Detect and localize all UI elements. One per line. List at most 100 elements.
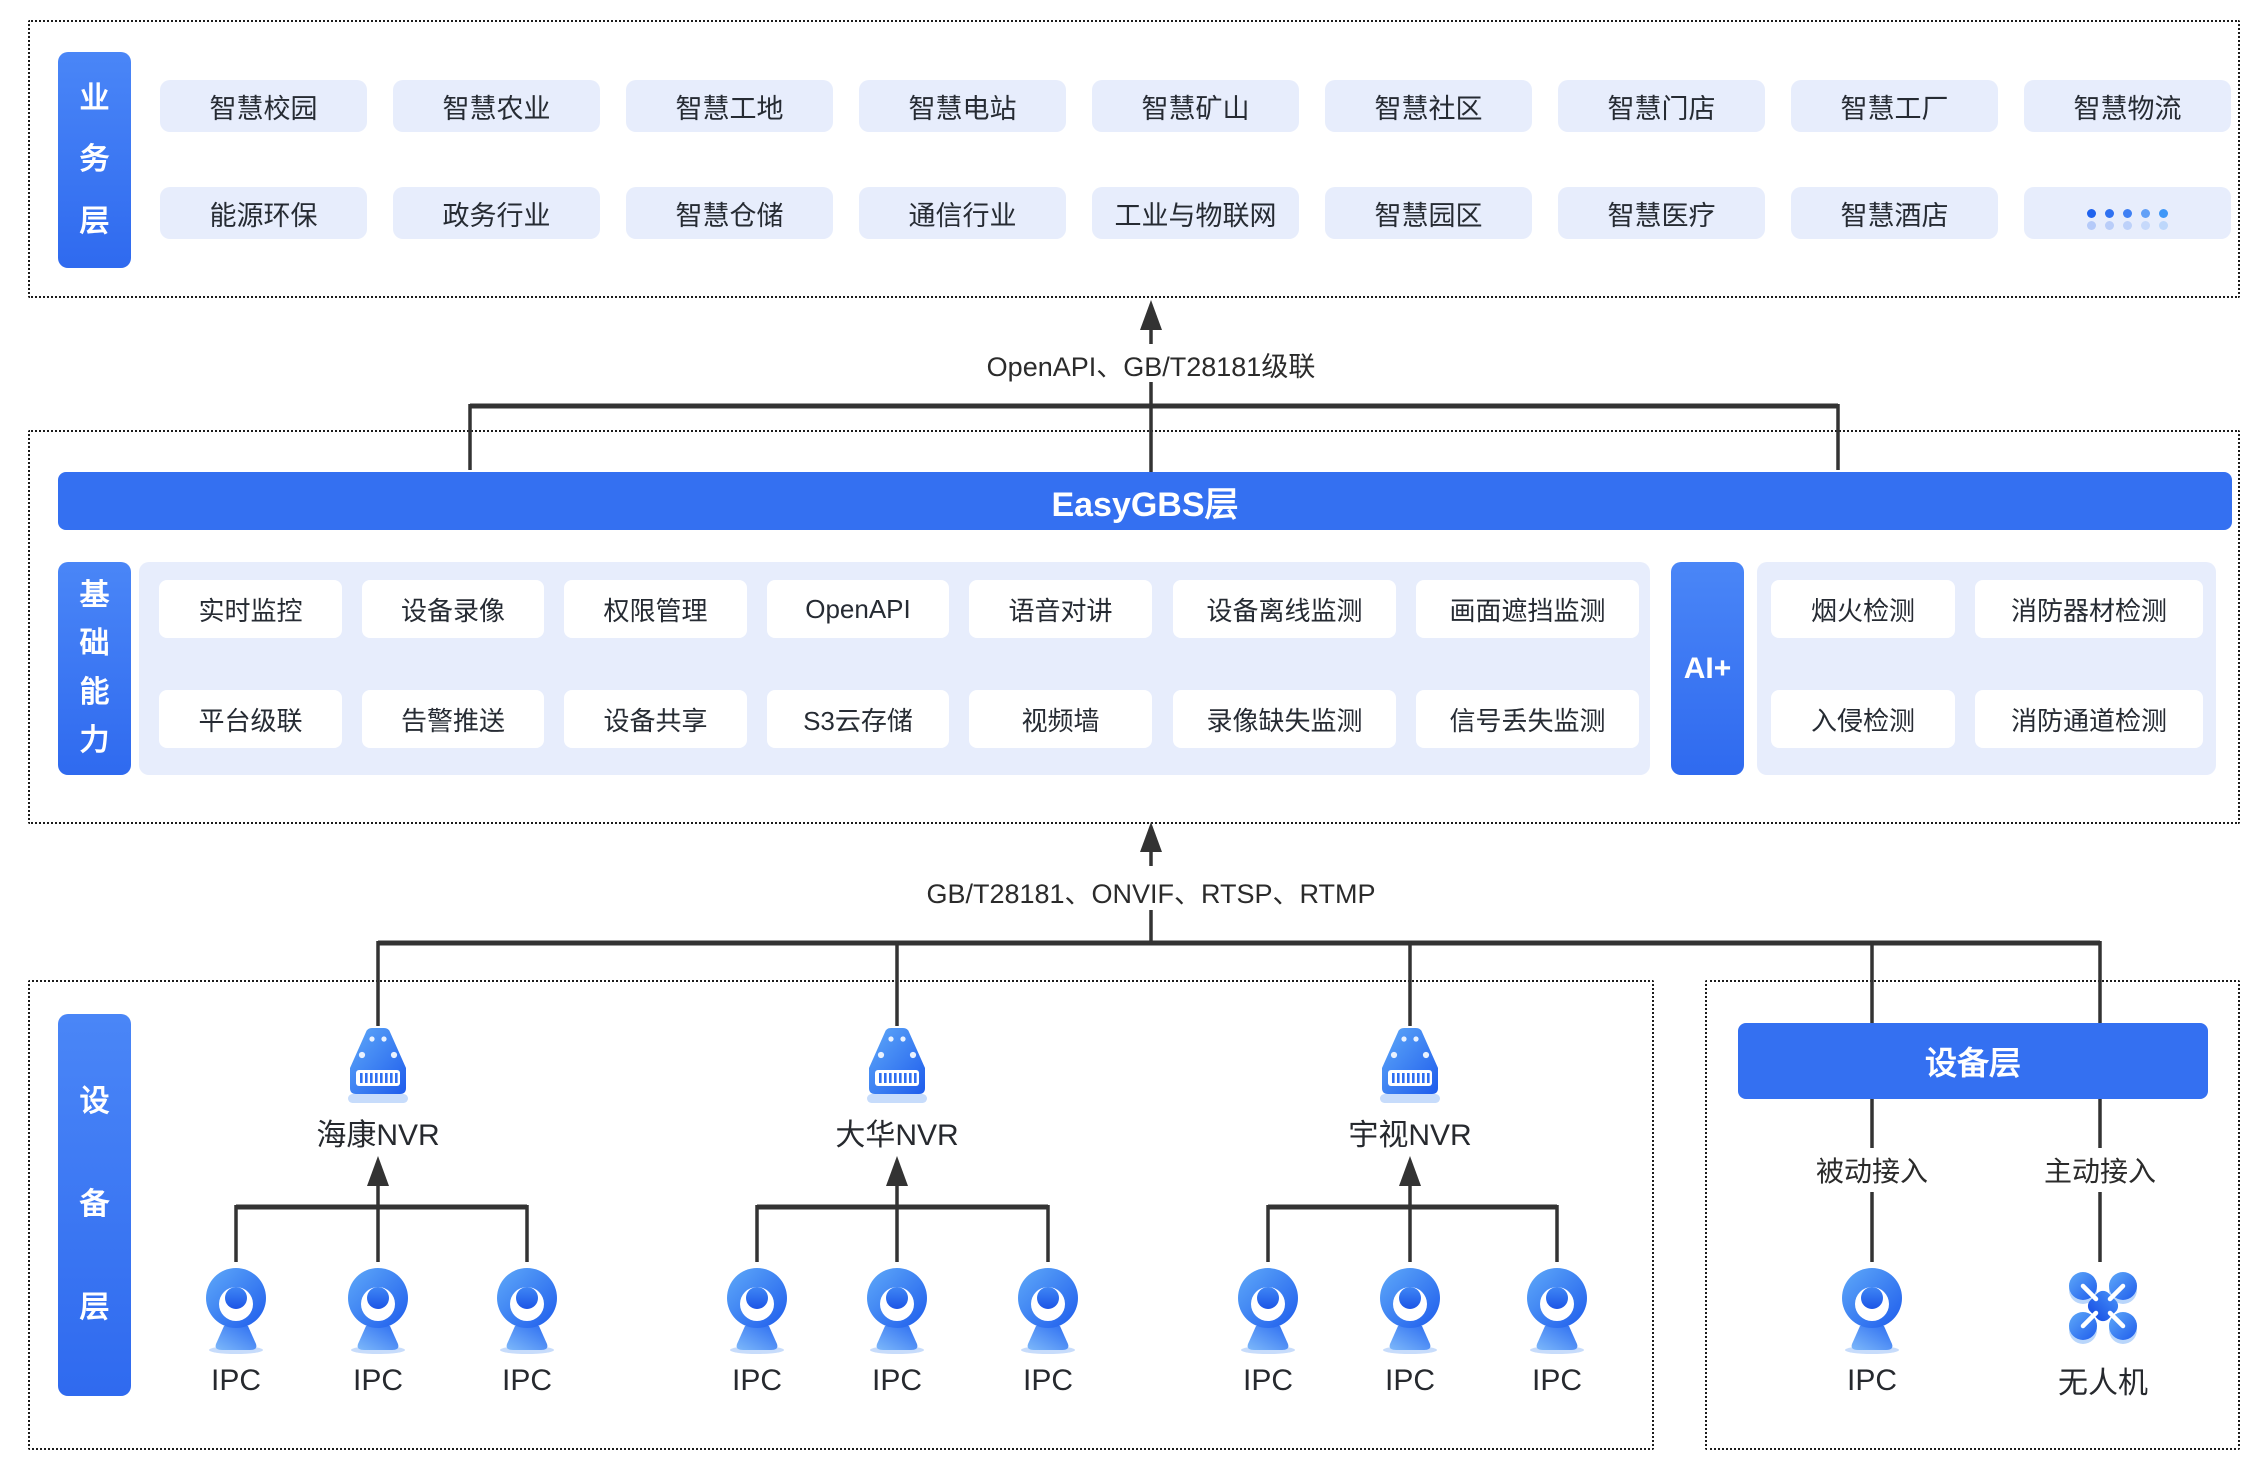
business-item: 政务行业 [393, 187, 600, 239]
dot-icon [2105, 208, 2114, 230]
nvr-icon [1380, 1028, 1440, 1103]
business-row-2: 能源环保 政务行业 智慧仓储 通信行业 工业与物联网 智慧园区 智慧医疗 智慧酒… [160, 187, 2231, 239]
business-item: 智慧酒店 [1791, 187, 1998, 239]
passive-access-label: 被动接入 [1815, 1156, 1929, 1187]
drone-label: 无人机 [2058, 1367, 2148, 1400]
drone-unit: 无人机 [2058, 1264, 2148, 1402]
ipc-camera-icon [727, 1268, 787, 1354]
capability-item: OpenAPI [767, 580, 949, 638]
capability-panel: 实时监控 设备录像 权限管理 OpenAPI 语音对讲 设备离线监测 画面遮挡监… [139, 562, 1650, 775]
ai-item: 烟火检测 [1771, 580, 1955, 638]
business-item: 智慧工厂 [1791, 80, 1998, 132]
business-item: 智慧校园 [160, 80, 367, 132]
pill-char: 务 [79, 143, 110, 176]
ipc-unit: IPC [340, 1264, 416, 1398]
business-item: 智慧矿山 [1092, 80, 1299, 132]
ai-item: 入侵检测 [1771, 690, 1955, 748]
ipc-camera-icon [1238, 1268, 1298, 1354]
ai-item: 消防器材检测 [1975, 580, 2203, 638]
capability-item: 告警推送 [362, 690, 544, 748]
active-access-label: 主动接入 [2043, 1156, 2157, 1187]
business-layer-pill: 业 务 层 [58, 52, 131, 268]
capability-item: 信号丢失监测 [1416, 690, 1639, 748]
pill-char: 础 [79, 627, 110, 661]
business-item: 智慧医疗 [1558, 187, 1765, 239]
ipc-unit: IPC [859, 1264, 935, 1398]
device-layer-title: 设备层 [1924, 1045, 2021, 1081]
easygbs-bar: EasyGBS层 [58, 472, 2232, 530]
pill-char: 设 [79, 1085, 110, 1118]
dot-icon [2141, 208, 2150, 230]
ipc-camera-icon [497, 1268, 557, 1354]
business-item: 能源环保 [160, 187, 367, 239]
ipc-camera-icon [348, 1268, 408, 1354]
ipc-camera-icon [1018, 1268, 1078, 1354]
ipc-unit: IPC [1010, 1264, 1086, 1398]
capability-item: 实时监控 [159, 580, 342, 638]
ipc-label: IPC [731, 1364, 782, 1397]
more-items-ellipsis [2024, 187, 2231, 239]
easygbs-title: EasyGBS层 [1051, 485, 1239, 524]
nvr-label: 宇视NVR [1348, 1119, 1472, 1152]
nvr-unit [851, 1028, 943, 1106]
capability-item: 视频墙 [969, 690, 1152, 748]
business-item: 智慧门店 [1558, 80, 1765, 132]
pill-char: 备 [79, 1188, 110, 1221]
ipc-label: IPC [352, 1364, 403, 1397]
ipc-unit: IPC [1834, 1264, 1910, 1398]
ai-panel: 烟火检测 消防器材检测 入侵检测 消防通道检测 [1757, 562, 2216, 775]
nvr-unit [1364, 1028, 1456, 1106]
business-item: 智慧仓储 [626, 187, 833, 239]
dot-icon [2159, 208, 2168, 230]
device-layer-frame [28, 980, 1654, 1450]
nvr-icon [348, 1028, 408, 1103]
ipc-camera-icon [1380, 1268, 1440, 1354]
business-item: 智慧电站 [859, 80, 1066, 132]
pill-char: 层 [79, 1291, 110, 1324]
dot-icon [2087, 208, 2096, 230]
capability-item: 设备离线监测 [1173, 580, 1396, 638]
business-item: 通信行业 [859, 187, 1066, 239]
device-layer-bar: 设备层 [1738, 1023, 2208, 1099]
device-layer-pill: 设 备 层 [58, 1014, 131, 1396]
capability-item: 设备共享 [564, 690, 747, 748]
ipc-unit: IPC [1230, 1264, 1306, 1398]
pill-char: 力 [79, 724, 110, 758]
ipc-label: IPC [1846, 1364, 1897, 1397]
ai-item: 消防通道检测 [1975, 690, 2203, 748]
ipc-unit: IPC [489, 1264, 565, 1398]
ipc-label: IPC [871, 1364, 922, 1397]
ipc-label: IPC [1022, 1364, 1073, 1397]
ai-plus-pill: AI+ [1671, 562, 1744, 775]
capability-item: 语音对讲 [969, 580, 1152, 638]
business-item: 工业与物联网 [1092, 187, 1299, 239]
ipc-unit: IPC [198, 1264, 274, 1398]
ipc-label: IPC [501, 1364, 552, 1397]
ipc-unit: IPC [1519, 1264, 1595, 1398]
capability-item: S3云存储 [767, 690, 949, 748]
ipc-camera-icon [206, 1268, 266, 1354]
ipc-unit: IPC [1372, 1264, 1448, 1398]
business-item: 智慧园区 [1325, 187, 1532, 239]
connector-label-openapi: OpenAPI、GB/T28181级联 [976, 345, 1326, 384]
connector-label-protocols: GB/T28181、ONVIF、RTSP、RTMP [916, 872, 1386, 911]
capability-pill: 基 础 能 力 [58, 562, 131, 775]
ipc-unit: IPC [719, 1264, 795, 1398]
nvr-label: 大华NVR [835, 1119, 959, 1152]
business-layer-frame [28, 20, 2240, 298]
pill-char: 层 [79, 204, 110, 238]
pill-char: 基 [79, 578, 110, 612]
dot-icon [2123, 208, 2132, 230]
ipc-label: IPC [1531, 1364, 1582, 1397]
capability-item: 权限管理 [564, 580, 747, 638]
business-item: 智慧工地 [626, 80, 833, 132]
ipc-label: IPC [1242, 1364, 1293, 1397]
ipc-camera-icon [1527, 1268, 1587, 1354]
ipc-camera-icon [867, 1268, 927, 1354]
drone-icon [2061, 1264, 2145, 1348]
nvr-label: 海康NVR [316, 1119, 440, 1152]
capability-item: 画面遮挡监测 [1416, 580, 1639, 638]
ipc-camera-icon [1842, 1268, 1902, 1354]
business-item: 智慧物流 [2024, 80, 2231, 132]
